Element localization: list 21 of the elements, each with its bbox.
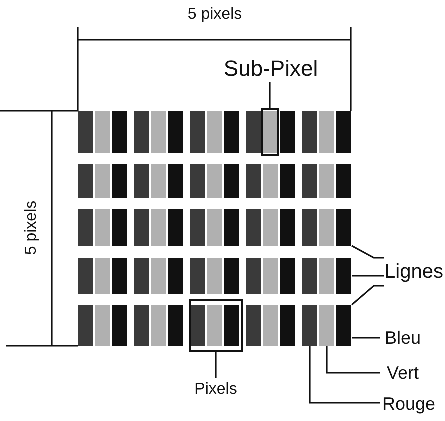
pixel-row [78, 305, 352, 346]
callout-label: Vert [380, 362, 426, 384]
leader-line [351, 285, 384, 306]
sub-pixel-outline [261, 108, 279, 156]
callout-label: Rouge [380, 392, 438, 416]
leader-line [326, 346, 380, 374]
callout-label: Lignes [384, 258, 444, 286]
pixel-row [78, 164, 352, 198]
pixel-outline [189, 299, 243, 352]
pixel-row [78, 111, 352, 153]
leader-line [352, 275, 384, 277]
callout-label: Pixels [185, 378, 247, 402]
pixel-row [78, 258, 352, 294]
leader-line [352, 245, 384, 259]
leader-line [309, 346, 380, 404]
pixel-row [78, 209, 352, 246]
callout-label: Bleu [380, 327, 426, 349]
callout-label: Sub-Pixel [212, 56, 330, 82]
leader-line [269, 82, 271, 108]
leader-line [352, 337, 380, 339]
leader-line [215, 352, 217, 378]
